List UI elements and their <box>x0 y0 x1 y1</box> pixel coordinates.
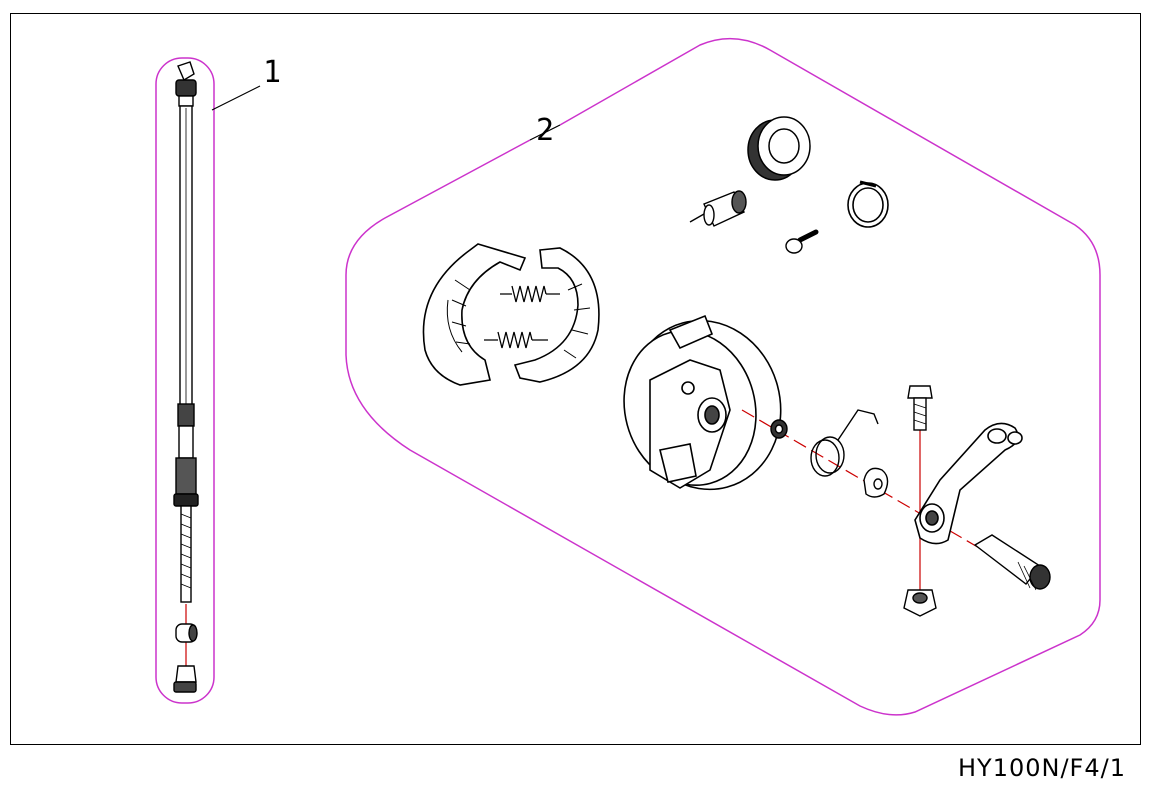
brake-group-outline <box>345 37 1101 716</box>
callout-2: 2 <box>536 113 555 148</box>
brake-shoe-left <box>422 243 527 386</box>
arm-bolt <box>907 385 933 431</box>
cable-barrel-nut <box>175 623 198 643</box>
shoe-spring-lower <box>484 331 548 349</box>
camshaft <box>973 534 1051 591</box>
drawing-code: HY100N/F4/1 <box>958 754 1126 782</box>
brake-cable <box>173 61 199 603</box>
arm-nut <box>903 589 937 617</box>
shoe-spring-upper <box>500 285 560 303</box>
cable-adjuster <box>175 457 197 495</box>
return-spring <box>810 409 879 477</box>
drawing-frame <box>10 13 1141 745</box>
brake-shoe-right <box>513 247 600 383</box>
brake-panel <box>623 314 782 491</box>
leader-2 <box>529 124 561 141</box>
screw <box>785 229 819 254</box>
leader-1 <box>211 85 261 111</box>
wear-indicator-plate <box>863 467 889 498</box>
cable-group-outline <box>155 57 215 704</box>
cable-top-fitting <box>177 61 195 82</box>
cable-top-nut <box>175 79 197 97</box>
bushing <box>689 190 747 227</box>
cable-end-nut <box>173 665 197 693</box>
washer <box>770 419 788 439</box>
brake-arm <box>914 422 1023 545</box>
circlip <box>847 180 889 228</box>
bearing <box>747 116 811 181</box>
callout-1: 1 <box>263 55 282 90</box>
